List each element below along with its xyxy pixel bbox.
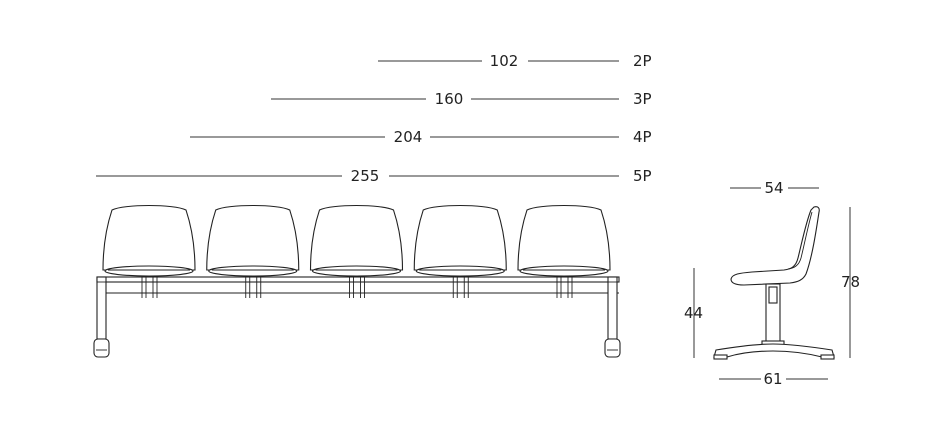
chair-base — [713, 343, 835, 358]
total-height-value: 78 — [841, 273, 860, 291]
chair-shell — [730, 206, 820, 286]
chair-column-bracket — [768, 286, 778, 304]
seat-cushion — [104, 265, 194, 277]
width-value-4p: 204 — [394, 128, 423, 146]
seat-depth-dimension: 54 — [730, 179, 819, 197]
width-dimension-3p: 160 3P — [271, 90, 652, 108]
right-leg — [604, 276, 621, 358]
seat-5 — [517, 205, 611, 298]
side-view: 54 78 44 61 — [684, 179, 860, 388]
seat-height-value: 44 — [684, 304, 703, 322]
seat-cushion — [208, 265, 298, 277]
seat-count-label-3p: 3P — [633, 90, 652, 108]
chair-glide-right — [820, 354, 835, 360]
seat-cushion — [311, 265, 402, 277]
total-height-dimension: 78 — [841, 207, 860, 358]
beam — [96, 276, 620, 294]
seats — [102, 205, 611, 298]
seat-count-label-5p: 5P — [633, 167, 652, 185]
seat-4 — [413, 205, 507, 298]
seat-2 — [206, 205, 300, 298]
width-dimension-5p: 255 5P — [96, 167, 652, 185]
seat-cushion — [519, 265, 609, 277]
width-dimension-2p: 102 2P — [378, 52, 652, 70]
base-width-dimension: 61 — [719, 370, 828, 388]
width-dimensions: 102 2P 160 3P 204 4P 255 5P — [96, 52, 652, 185]
seat-shell — [206, 205, 300, 271]
width-value-2p: 102 — [490, 52, 519, 70]
left-leg — [93, 276, 110, 358]
width-value-3p: 160 — [435, 90, 464, 108]
width-value-5p: 255 — [351, 167, 380, 185]
seat-shell — [517, 205, 611, 271]
seat-count-label-2p: 2P — [633, 52, 652, 70]
seat-shell — [413, 205, 507, 271]
seat-height-dimension: 44 — [684, 268, 703, 358]
chair-glide-left — [713, 354, 728, 360]
chair-side-profile — [713, 206, 835, 360]
width-dimension-4p: 204 4P — [190, 128, 652, 146]
seat-shell — [309, 205, 404, 271]
base-width-value: 61 — [763, 370, 782, 388]
seat-1 — [102, 205, 196, 298]
seat-3 — [309, 205, 404, 298]
seat-shell — [102, 205, 196, 271]
front-view — [93, 205, 621, 358]
seat-cushion — [415, 265, 505, 277]
seat-count-label-4p: 4P — [633, 128, 652, 146]
seat-depth-value: 54 — [764, 179, 783, 197]
